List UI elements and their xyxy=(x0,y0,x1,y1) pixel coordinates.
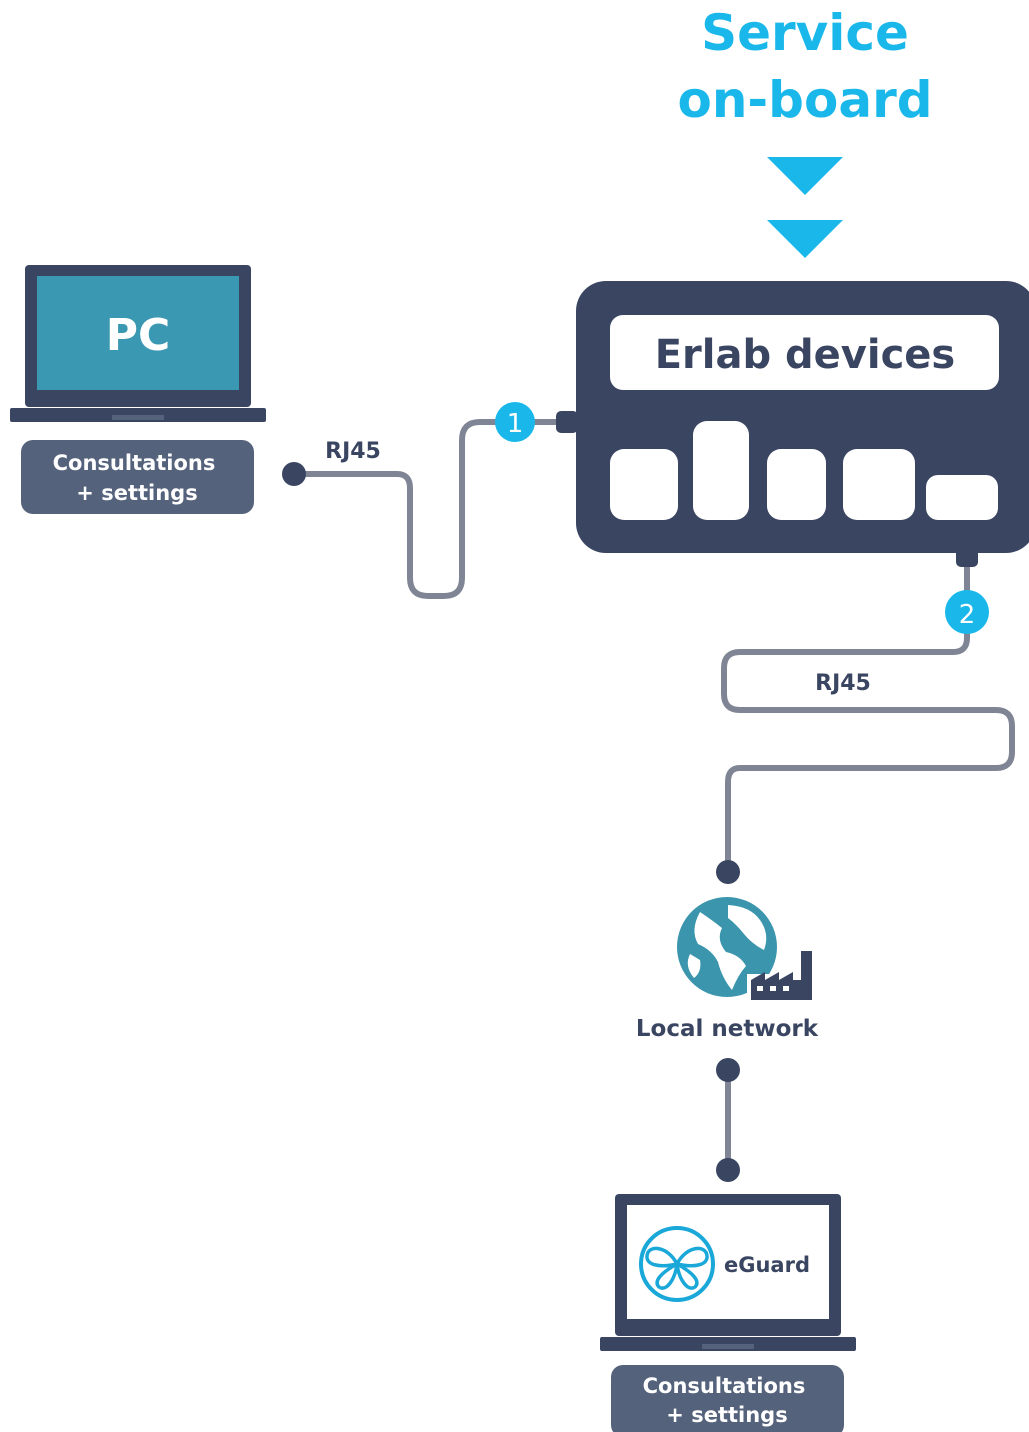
title-line-1: Service xyxy=(701,4,909,62)
device-module xyxy=(843,449,915,520)
cable-end-dot xyxy=(282,462,306,486)
rj45-label-1: RJ45 xyxy=(325,439,381,464)
eguard-caption-line-1: Consultations xyxy=(643,1374,806,1398)
erlab-devices-box xyxy=(556,281,1029,567)
port-1-number: 1 xyxy=(507,409,524,439)
eguard-logo-text: eGuard xyxy=(724,1253,810,1277)
globe-icon xyxy=(677,897,777,997)
rj45-cable-1 xyxy=(294,419,500,599)
pc-laptop xyxy=(10,265,266,422)
erlab-devices-label: Erlab devices xyxy=(655,332,956,378)
port-2-badge xyxy=(945,590,989,634)
port-2-number: 2 xyxy=(959,600,976,630)
device-module xyxy=(610,449,678,520)
pc-caption-line-2: + settings xyxy=(76,481,197,505)
port-1-badge xyxy=(495,402,535,442)
eguard-caption-box xyxy=(611,1365,844,1432)
down-arrow-icon xyxy=(767,157,843,195)
rj45-label-2: RJ45 xyxy=(815,671,871,696)
title-line-2: on-board xyxy=(677,71,932,129)
butterfly-icon xyxy=(639,1226,715,1302)
cable-end-dot xyxy=(716,860,740,884)
pc-caption-line-1: Consultations xyxy=(53,451,216,475)
cable-end-dot xyxy=(716,1058,740,1082)
device-module xyxy=(926,475,998,520)
pc-caption-box xyxy=(21,440,254,514)
device-module xyxy=(693,421,749,520)
down-arrow-icon xyxy=(767,220,843,258)
rj45-cable-2 xyxy=(721,620,1015,872)
cable-end-dot xyxy=(716,1158,740,1182)
pc-screen-label: PC xyxy=(106,310,171,361)
eguard-caption-line-2: + settings xyxy=(666,1403,787,1427)
factory-icon xyxy=(747,951,819,1006)
device-module xyxy=(767,449,826,520)
local-network-label: Local network xyxy=(636,1016,819,1042)
